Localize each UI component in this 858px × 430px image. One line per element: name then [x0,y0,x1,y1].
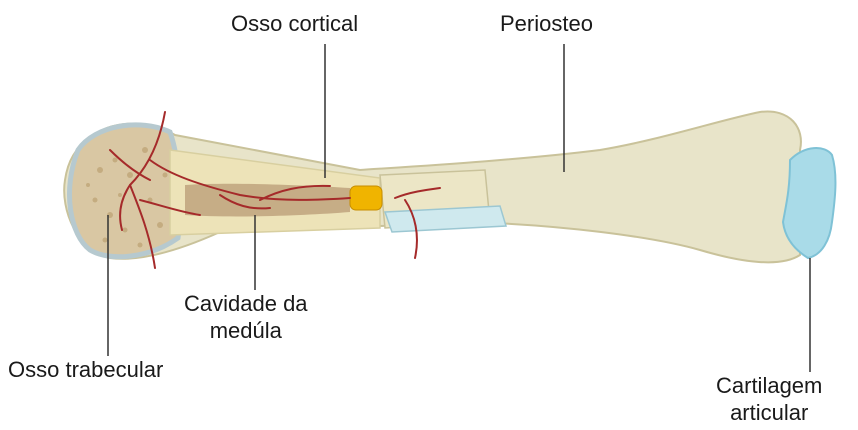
label-cavidade-line2: medúla [184,317,308,344]
left-epiphysis-rim [69,125,179,257]
label-cavidade-line1: Cavidade da [184,290,308,317]
articular-cartilage [783,148,835,258]
label-cartilagem-articular: Cartilagem articular [716,372,822,426]
label-periosteo: Periosteo [500,10,593,37]
label-cavidade-da-medula: Cavidade da medúla [184,290,308,344]
label-cartilagem-line1: Cartilagem [716,372,822,399]
label-osso-cortical: Osso cortical [231,10,358,37]
label-cartilagem-line2: articular [716,399,822,426]
label-osso-trabecular: Osso trabecular [8,356,163,383]
marrow-plug [350,186,382,210]
